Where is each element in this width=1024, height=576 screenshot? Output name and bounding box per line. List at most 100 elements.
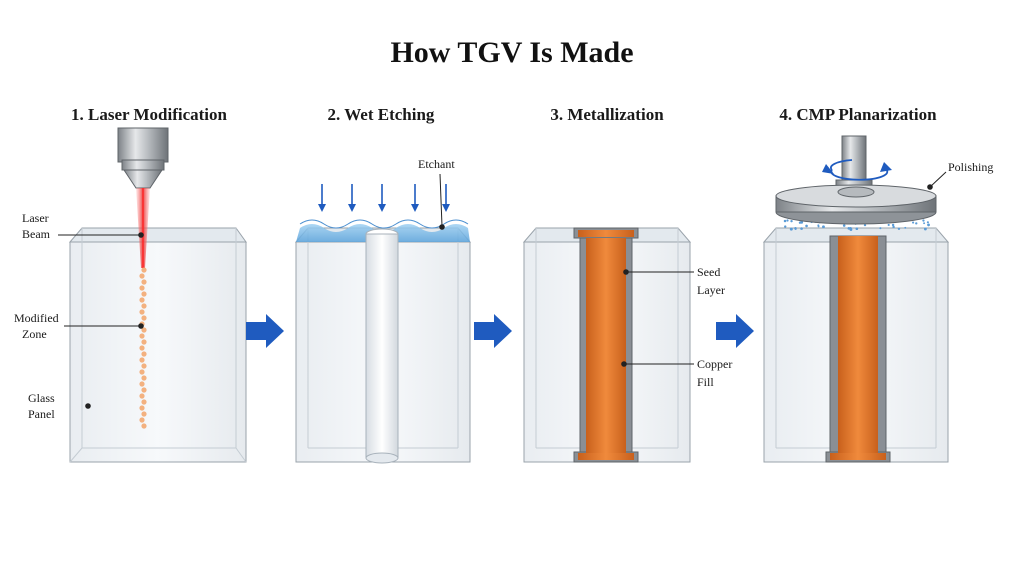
etched-via-hole (365, 233, 399, 459)
panel-metallization: Seed Layer Copper Fill (522, 227, 732, 463)
modified-zone (139, 267, 147, 429)
glass-panel-label-line2: Panel (28, 407, 55, 421)
slurry-particle (922, 219, 925, 222)
slurry-particle (926, 221, 929, 224)
callout-polishing: Polishing (927, 160, 993, 190)
slurry-particle (897, 227, 901, 231)
right-arrow-icon (716, 314, 754, 348)
slurry-particle (805, 224, 808, 228)
callout-copper-fill: Copper Fill (621, 357, 732, 389)
laser-nozzle-icon (117, 127, 169, 189)
right-arrow-icon (474, 314, 512, 348)
modified-zone-dot (141, 399, 147, 405)
slurry-particle (817, 225, 820, 228)
step-3-title: 3. Metallization (550, 105, 664, 124)
modified-zone-dot (141, 423, 147, 429)
slurry-particle (892, 225, 895, 229)
seed-layer-label-line2: Layer (697, 283, 725, 297)
modified-zone-dot (141, 411, 147, 417)
slurry-particle (790, 219, 793, 223)
slurry-particle (800, 227, 803, 230)
down-arrow-icon (318, 184, 450, 212)
etchant-label: Etchant (418, 157, 455, 171)
etch-arrow-head (442, 204, 450, 212)
slurry-particle (927, 224, 930, 227)
callout-laser-beam: Laser Beam (22, 211, 144, 241)
slurry-particle (794, 227, 797, 231)
modified-zone-dot (139, 285, 145, 291)
modified-zone-dot (141, 279, 147, 285)
modified-zone-dot (141, 387, 147, 393)
copper-fill-label-line1: Copper (697, 357, 732, 371)
laser-beam-label-line2: Beam (22, 227, 51, 241)
slurry-particle (923, 227, 927, 231)
slurry-particle (887, 223, 890, 227)
modified-zone-dot (139, 297, 145, 303)
glass-panel-label-line1: Glass (28, 391, 55, 405)
slurry-particle (912, 221, 915, 224)
modified-zone-label-line1: Modified (14, 311, 59, 325)
etch-arrow-head (411, 204, 419, 212)
slurry-particle (879, 227, 882, 230)
callout-seed-layer: Seed Layer (623, 265, 725, 297)
modified-zone-dot (141, 303, 147, 309)
laser-beam-label-line1: Laser (22, 211, 49, 225)
modified-zone-dot (141, 375, 147, 381)
slurry-particle (915, 222, 918, 225)
page-title: How TGV Is Made (390, 36, 633, 69)
panel-cmp-planarization: Polishing (762, 135, 993, 463)
modified-zone-dot (139, 309, 145, 315)
modified-zone-dot (139, 405, 145, 411)
copper-fill-label-line2: Fill (697, 375, 714, 389)
modified-zone-dot (139, 357, 145, 363)
step-1-title: 1. Laser Modification (71, 105, 228, 124)
glass-block (69, 241, 247, 463)
modified-zone-dot (139, 393, 145, 399)
copper-fill (586, 238, 626, 458)
modified-zone-dot (139, 345, 145, 351)
slurry-particle (842, 224, 846, 227)
modified-zone-dot (141, 315, 147, 321)
step-4-title: 4. CMP Planarization (779, 105, 937, 124)
slurry-particle (783, 219, 787, 223)
slurry-particle (863, 223, 867, 227)
callout-etchant: Etchant (418, 157, 455, 230)
modified-zone-dot (141, 267, 147, 273)
seed-layer-label-line1: Seed (697, 265, 720, 279)
slurry-particle (855, 227, 859, 230)
polishing-label: Polishing (948, 160, 993, 174)
modified-zone-dot (141, 363, 147, 369)
modified-zone-label-line2: Zone (22, 327, 47, 341)
slurry-particle (786, 219, 789, 222)
panel-laser-modification: Laser Beam Modified Zone Glass Panel (14, 127, 247, 463)
modified-zone-dot (139, 369, 145, 375)
modified-zone-dot (139, 381, 145, 387)
right-arrow-icon (246, 314, 284, 348)
slurry-particle (847, 227, 851, 230)
etch-arrow-head (348, 204, 356, 212)
slurry-particle (784, 225, 787, 228)
slurry-particle (904, 226, 907, 229)
modified-zone-dot (141, 351, 147, 357)
slurry-particle (789, 227, 793, 231)
callout-modified-zone: Modified Zone (14, 311, 144, 341)
slurry-particle (798, 221, 802, 224)
rotation-arrow-icon (822, 159, 892, 181)
etch-arrow-head (318, 204, 326, 212)
modified-zone-dot (139, 333, 145, 339)
modified-zone-dot (139, 273, 145, 279)
slurry-particle (923, 222, 926, 225)
copper-via (838, 236, 878, 456)
modified-zone-dot (141, 291, 147, 297)
callout-glass-panel: Glass Panel (28, 391, 91, 421)
modified-zone-dot (141, 339, 147, 345)
panel-wet-etching: Etchant (294, 157, 472, 464)
step-2-title: 2. Wet Etching (328, 105, 435, 124)
slurry-particle (891, 223, 895, 227)
slurry-particle (822, 225, 825, 229)
slurry-particle (849, 228, 853, 231)
modified-zone-dot (141, 327, 147, 333)
etch-arrow-head (378, 204, 386, 212)
modified-zone-dot (139, 417, 145, 423)
